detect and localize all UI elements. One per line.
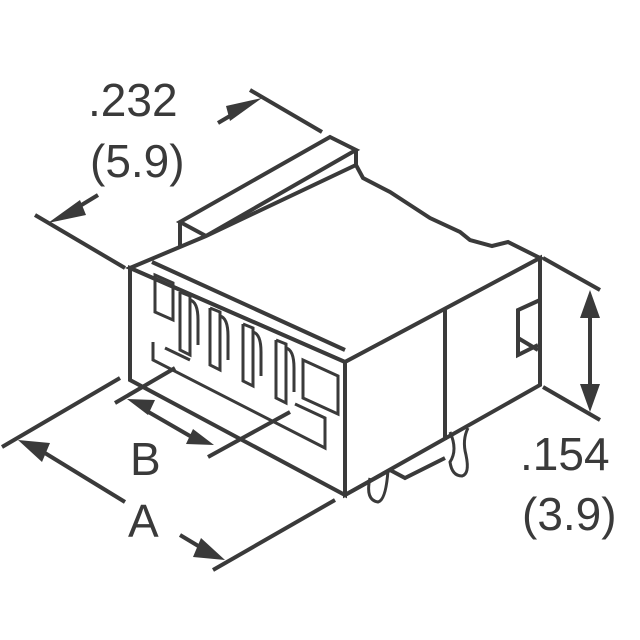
dimension-b — [113, 366, 291, 459]
contact-windows — [151, 272, 340, 451]
depth-mm-label: (5.9) — [90, 135, 185, 187]
height-inch-label: .154 — [520, 428, 610, 480]
height-mm-label: (3.9) — [522, 488, 617, 540]
height-dimension — [541, 256, 602, 422]
dimension-a-label: A — [128, 495, 159, 547]
dimension-b-label: B — [130, 433, 161, 485]
contacts — [178, 290, 296, 406]
depth-dimension — [33, 88, 324, 270]
depth-inch-label: .232 — [88, 74, 178, 126]
base-and-tails — [344, 427, 470, 504]
dimension-a — [0, 376, 336, 572]
right-side-face — [343, 254, 542, 499]
